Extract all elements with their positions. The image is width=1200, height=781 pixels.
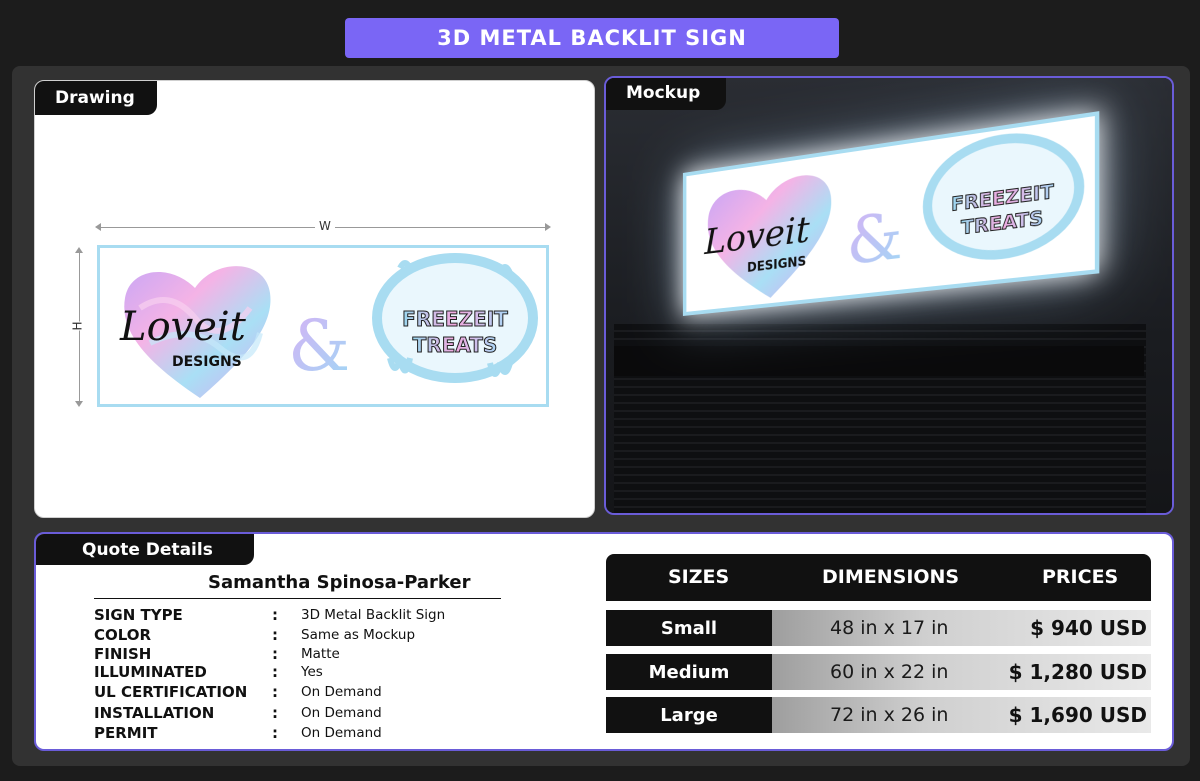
spec-row-finish: FINISH : Matte <box>94 645 494 665</box>
spec-colon: : <box>272 645 278 663</box>
brand-script-text: Loveit <box>119 304 247 350</box>
price-detail-cell: 48 in x 17 in $ 940 USD <box>772 610 1151 646</box>
height-dimension-label: H <box>71 321 85 330</box>
brand2-line1-text: FREEZEIT <box>402 307 508 331</box>
spec-colon: : <box>272 626 278 644</box>
spec-row-sign-type: SIGN TYPE : 3D Metal Backlit Sign <box>94 606 494 626</box>
prices-column-header: PRICES <box>1042 566 1118 588</box>
pricing-row-medium: Medium 60 in x 22 in $ 1,280 USD <box>606 654 1151 690</box>
sign-artwork: Loveit DESIGNS & FREEZEIT TREATS <box>100 248 546 404</box>
spec-label: FINISH <box>94 645 151 663</box>
spec-value: On Demand <box>301 705 382 721</box>
pricing-row-small: Small 48 in x 17 in $ 940 USD <box>606 610 1151 646</box>
spec-colon: : <box>272 606 278 624</box>
spec-value: On Demand <box>301 684 382 700</box>
spec-colon: : <box>272 663 278 681</box>
mockup-ampersand-glyph: & <box>847 197 903 279</box>
dimensions-cell: 72 in x 26 in <box>830 704 948 726</box>
spec-row-installation: INSTALLATION : On Demand <box>94 704 494 724</box>
spec-colon: : <box>272 724 278 742</box>
spec-row-illuminated: ILLUMINATED : Yes <box>94 663 494 683</box>
sign-drawing: Loveit DESIGNS & FREEZEIT TREATS <box>97 245 549 407</box>
size-cell: Medium <box>606 654 772 690</box>
pricing-row-large: Large 72 in x 26 in $ 1,690 USD <box>606 697 1151 733</box>
price-detail-cell: 60 in x 22 in $ 1,280 USD <box>772 654 1151 690</box>
storefront-awning <box>614 346 1144 376</box>
quote-details-panel: Quote Details Samantha Spinosa-Parker SI… <box>34 532 1174 751</box>
drawing-tab-label: Drawing <box>35 81 157 115</box>
customer-name-underline <box>94 598 501 599</box>
spec-row-ul-certification: UL CERTIFICATION : On Demand <box>94 683 494 703</box>
spec-value: Matte <box>301 646 340 662</box>
size-cell: Small <box>606 610 772 646</box>
ampersand-glyph: & <box>288 305 350 387</box>
spec-label: ILLUMINATED <box>94 663 207 681</box>
mockup-panel: Loveit DESIGNS & FREEZEIT TREATS Mockup <box>604 76 1174 515</box>
spec-label: PERMIT <box>94 724 158 742</box>
sizes-column-header: SIZES <box>668 566 729 588</box>
spec-value: On Demand <box>301 725 382 741</box>
spec-label: UL CERTIFICATION <box>94 683 247 701</box>
brand2-line2-text: TREATS <box>413 333 498 357</box>
page-title: 3D METAL BACKLIT SIGN <box>345 18 839 58</box>
pricing-table-header: SIZES DIMENSIONS PRICES <box>606 554 1151 601</box>
width-dimension-label: W <box>315 219 335 233</box>
spec-label: INSTALLATION <box>94 704 214 722</box>
dimensions-cell: 48 in x 17 in <box>830 617 948 639</box>
spec-colon: : <box>272 683 278 701</box>
price-cell: $ 1,690 USD <box>1009 703 1147 727</box>
drawing-panel: Drawing W H <box>34 80 595 518</box>
spec-value: 3D Metal Backlit Sign <box>301 607 445 623</box>
spec-row-color: COLOR : Same as Mockup <box>94 626 494 646</box>
spec-colon: : <box>272 704 278 722</box>
spec-label: SIGN TYPE <box>94 606 183 624</box>
size-cell: Large <box>606 697 772 733</box>
dimensions-cell: 60 in x 22 in <box>830 661 948 683</box>
spec-row-permit: PERMIT : On Demand <box>94 724 494 744</box>
brand-sub-text: DESIGNS <box>172 354 242 370</box>
quote-details-tab-label: Quote Details <box>36 534 254 565</box>
price-detail-cell: 72 in x 26 in $ 1,690 USD <box>772 697 1151 733</box>
dimensions-column-header: DIMENSIONS <box>822 566 959 588</box>
customer-name: Samantha Spinosa-Parker <box>208 572 471 593</box>
price-cell: $ 940 USD <box>1030 616 1147 640</box>
price-cell: $ 1,280 USD <box>1009 660 1147 684</box>
spec-label: COLOR <box>94 626 151 644</box>
spec-value: Yes <box>301 664 323 680</box>
spec-value: Same as Mockup <box>301 627 415 643</box>
mockup-tab-label: Mockup <box>606 76 726 110</box>
